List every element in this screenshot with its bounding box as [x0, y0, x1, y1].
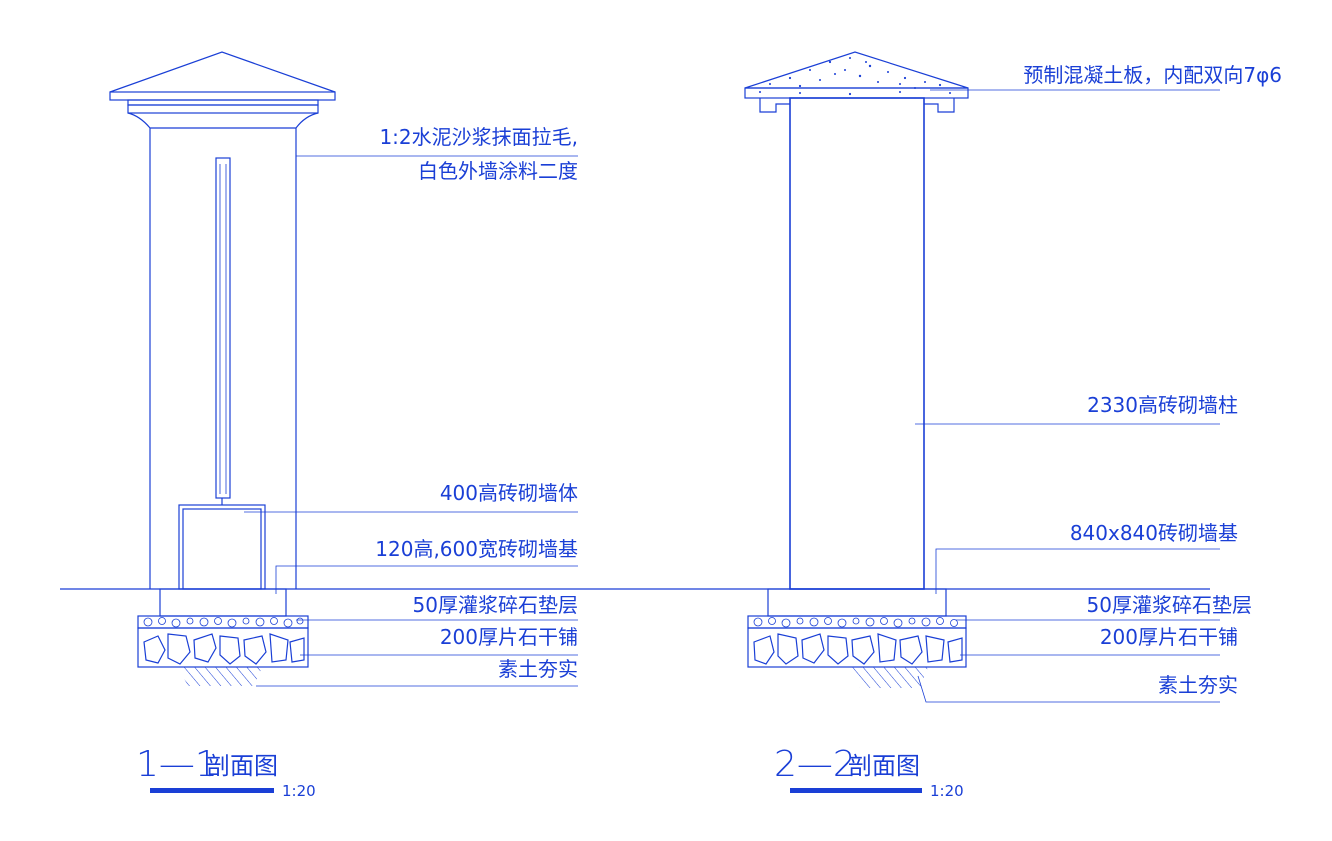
roof-band-1 [109, 91, 336, 101]
label-soil: 素土夯实 [1158, 673, 1238, 697]
brick-wall-hatch [178, 504, 266, 590]
brick-wall-inner [182, 508, 262, 590]
gravel-pebbles-1 [143, 617, 304, 628]
cap-bracket-left [759, 98, 790, 113]
stones-1 [143, 633, 305, 665]
title-text-1: 剖面图 [206, 752, 278, 780]
scale-1: 1:20 [282, 782, 316, 800]
label-gravel: 50厚灌浆碎石垫层 [1087, 593, 1252, 617]
column-hatch [789, 97, 925, 590]
label-wall: 400高砖砌墙体 [440, 481, 578, 505]
gravel-pebbles-2 [753, 617, 958, 628]
label-footing: 120高,600宽砖砌墙基 [375, 537, 578, 561]
title-number-2: 2—2 [774, 744, 856, 785]
label-finish-line1: 1:2水泥沙浆抹面拉毛, [379, 125, 578, 149]
title-underline-1 [150, 788, 274, 793]
roof-band-2 [127, 99, 319, 106]
cap-roof [744, 51, 969, 89]
cap-bracket-right [924, 98, 955, 113]
label-stone: 200厚片石干铺 [440, 625, 578, 649]
label-stone: 200厚片石干铺 [1100, 625, 1238, 649]
section-2-2-drawing [744, 51, 1220, 703]
footing-2 [767, 588, 947, 617]
label-gravel: 50厚灌浆碎石垫层 [413, 593, 578, 617]
title-underline-2 [790, 788, 922, 793]
cornice [127, 112, 319, 129]
section-1-1-drawing [109, 51, 578, 687]
leader-footing-1 [275, 565, 578, 594]
label-cap: 预制混凝土板，内配双向7φ6 [1023, 63, 1282, 87]
soil-1 [178, 667, 262, 686]
stones-2 [753, 633, 963, 665]
cap-band [127, 104, 319, 114]
footing-1 [159, 588, 287, 617]
label-finish-line2: 白色外墙涂料二度 [418, 159, 578, 183]
leader-footing-2 [935, 548, 1220, 594]
label-soil: 素土夯实 [498, 657, 578, 681]
label-column: 2330高砖砌墙柱 [1087, 393, 1238, 417]
title-text-2: 剖面图 [848, 752, 920, 780]
cap-slab [744, 87, 969, 99]
slot [215, 157, 231, 499]
title-number-1: 1—1 [136, 744, 218, 785]
leader-soil-2 [917, 675, 1220, 703]
label-footing: 840x840砖砌墙基 [1070, 521, 1238, 545]
cap-specks [759, 57, 951, 96]
scale-2: 1:20 [930, 782, 964, 800]
soil-2 [852, 667, 928, 688]
roof-1 [109, 51, 336, 93]
